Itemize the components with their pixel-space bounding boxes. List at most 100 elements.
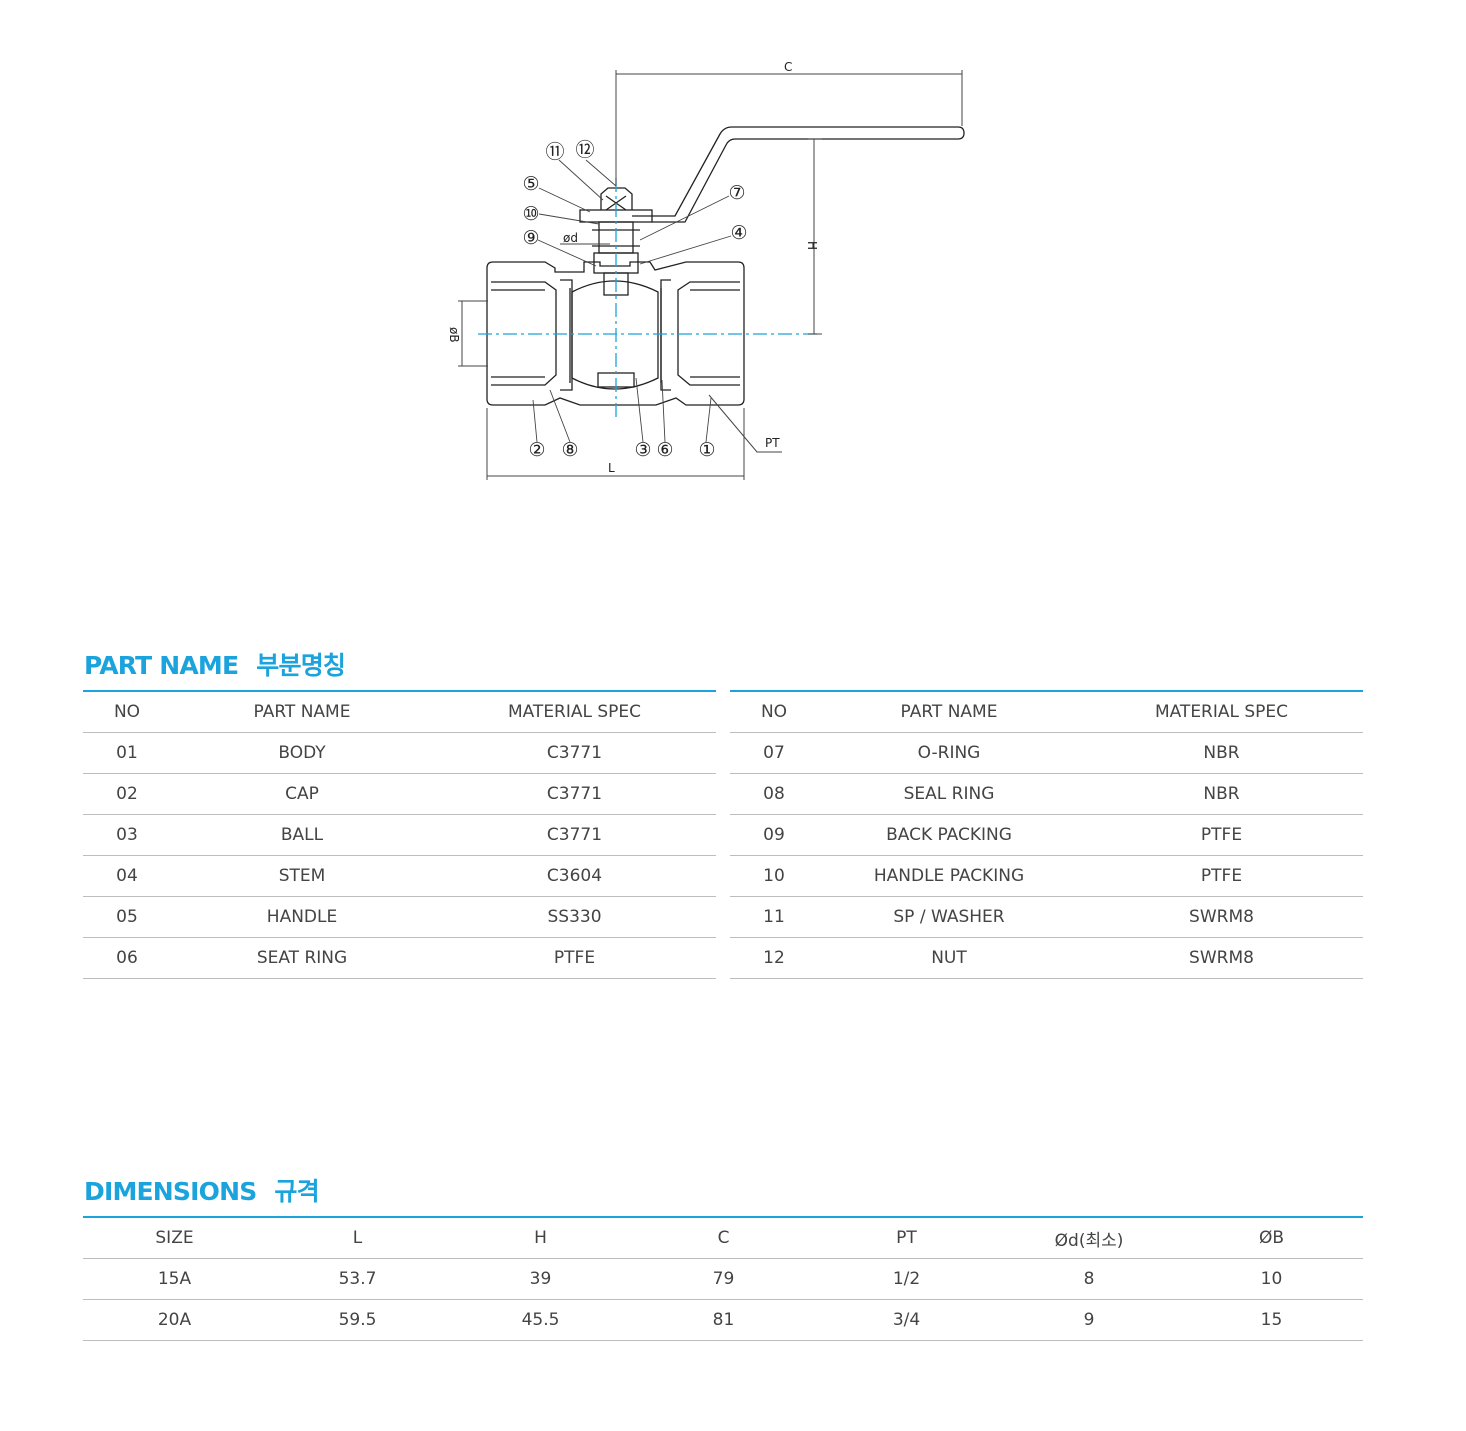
col-header-part-name: PART NAME [171, 690, 433, 733]
cell-no: 10 [730, 855, 818, 897]
col-header-h: H [449, 1216, 632, 1259]
table-row: 20A 59.5 45.5 81 3/4 9 15 [83, 1299, 1363, 1341]
cell-no: 06 [83, 937, 171, 979]
cell-no: 11 [730, 896, 818, 938]
cell-no: 01 [83, 732, 171, 774]
cell-c: 79 [632, 1258, 815, 1300]
cell-no: 07 [730, 732, 818, 774]
part-name-title-ko: 부분명칭 [256, 651, 346, 680]
cell-od: 8 [998, 1258, 1180, 1300]
cell-material: PTFE [433, 937, 716, 979]
cell-ob: 15 [1180, 1299, 1363, 1341]
callout-11: ⑪ [545, 141, 564, 163]
cell-part-name: STEM [171, 855, 433, 897]
callout-6: ⑥ [656, 439, 673, 461]
callout-9: ⑨ [522, 227, 539, 249]
col-header-pt: PT [815, 1216, 998, 1259]
part-name-title-en: PART NAME [84, 651, 239, 680]
cell-l: 53.7 [266, 1258, 449, 1300]
cell-material: NBR [1080, 773, 1363, 815]
callout-2: ② [528, 439, 545, 461]
col-header-ob: ØB [1180, 1216, 1363, 1259]
cell-part-name: HANDLE PACKING [818, 855, 1080, 897]
col-header-part-name: PART NAME [818, 690, 1080, 733]
dim-label-l: L [608, 461, 615, 475]
cell-part-name: BACK PACKING [818, 814, 1080, 856]
callout-7: ⑦ [728, 182, 745, 204]
dim-label-h: H [805, 241, 819, 250]
cell-material: SWRM8 [1080, 896, 1363, 938]
cell-pt: 1/2 [815, 1258, 998, 1300]
cell-material: PTFE [1080, 814, 1363, 856]
col-header-material-spec: MATERIAL SPEC [1080, 690, 1363, 733]
col-header-od: Ød(최소) [998, 1216, 1180, 1259]
cell-ob: 10 [1180, 1258, 1363, 1300]
cell-no: 12 [730, 937, 818, 979]
cell-no: 04 [83, 855, 171, 897]
cell-part-name: BALL [171, 814, 433, 856]
callout-1: ① [698, 439, 715, 461]
cell-part-name: O-RING [818, 732, 1080, 774]
col-header-no: NO [83, 690, 171, 733]
dim-label-c: C [784, 60, 792, 74]
callout-3: ③ [634, 439, 651, 461]
cell-part-name: SEAT RING [171, 937, 433, 979]
cell-material: PTFE [1080, 855, 1363, 897]
table-row: 15A 53.7 39 79 1/2 8 10 [83, 1258, 1363, 1300]
cell-c: 81 [632, 1299, 815, 1341]
cell-size: 20A [83, 1299, 266, 1341]
cell-material: C3771 [433, 814, 716, 856]
callout-4: ④ [730, 222, 747, 244]
cell-h: 39 [449, 1258, 632, 1300]
dimensions-title-en: DIMENSIONS [84, 1177, 257, 1206]
cell-part-name: CAP [171, 773, 433, 815]
cell-no: 02 [83, 773, 171, 815]
dim-label-ob: øB [447, 327, 461, 343]
cell-part-name: HANDLE [171, 896, 433, 938]
cell-size: 15A [83, 1258, 266, 1300]
cell-part-name: BODY [171, 732, 433, 774]
cell-h: 45.5 [449, 1299, 632, 1341]
cell-material: NBR [1080, 732, 1363, 774]
dim-label-pt: PT [765, 436, 780, 450]
cell-no: 03 [83, 814, 171, 856]
cell-l: 59.5 [266, 1299, 449, 1341]
col-header-l: L [266, 1216, 449, 1259]
cell-material: C3771 [433, 773, 716, 815]
col-header-material-spec: MATERIAL SPEC [433, 690, 716, 733]
cell-material: C3771 [433, 732, 716, 774]
cell-part-name: SP / WASHER [818, 896, 1080, 938]
col-header-c: C [632, 1216, 815, 1259]
callout-8: ⑧ [561, 439, 578, 461]
cell-material: C3604 [433, 855, 716, 897]
col-header-no: NO [730, 690, 818, 733]
callout-5: ⑤ [522, 173, 539, 195]
cell-no: 08 [730, 773, 818, 815]
cell-material: SWRM8 [1080, 937, 1363, 979]
callout-12: ⑫ [575, 139, 594, 161]
dim-label-od: ød [563, 231, 578, 245]
cell-part-name: NUT [818, 937, 1080, 979]
cell-od: 9 [998, 1299, 1180, 1341]
ball-valve-drawing: ⑪ ⑫ ⑤ ⑩ ⑨ ⑦ ④ ② ⑧ ③ ⑥ ① C H L PT ød øB [447, 60, 965, 480]
dimensions-title-ko: 규격 [274, 1177, 319, 1206]
cell-pt: 3/4 [815, 1299, 998, 1341]
cell-material: SS330 [433, 896, 716, 938]
dimensions-table: SIZE L H C PT Ød(최소) ØB 15A 53.7 39 79 1… [83, 1216, 1363, 1341]
col-header-size: SIZE [83, 1216, 266, 1259]
cell-part-name: SEAL RING [818, 773, 1080, 815]
cell-no: 09 [730, 814, 818, 856]
